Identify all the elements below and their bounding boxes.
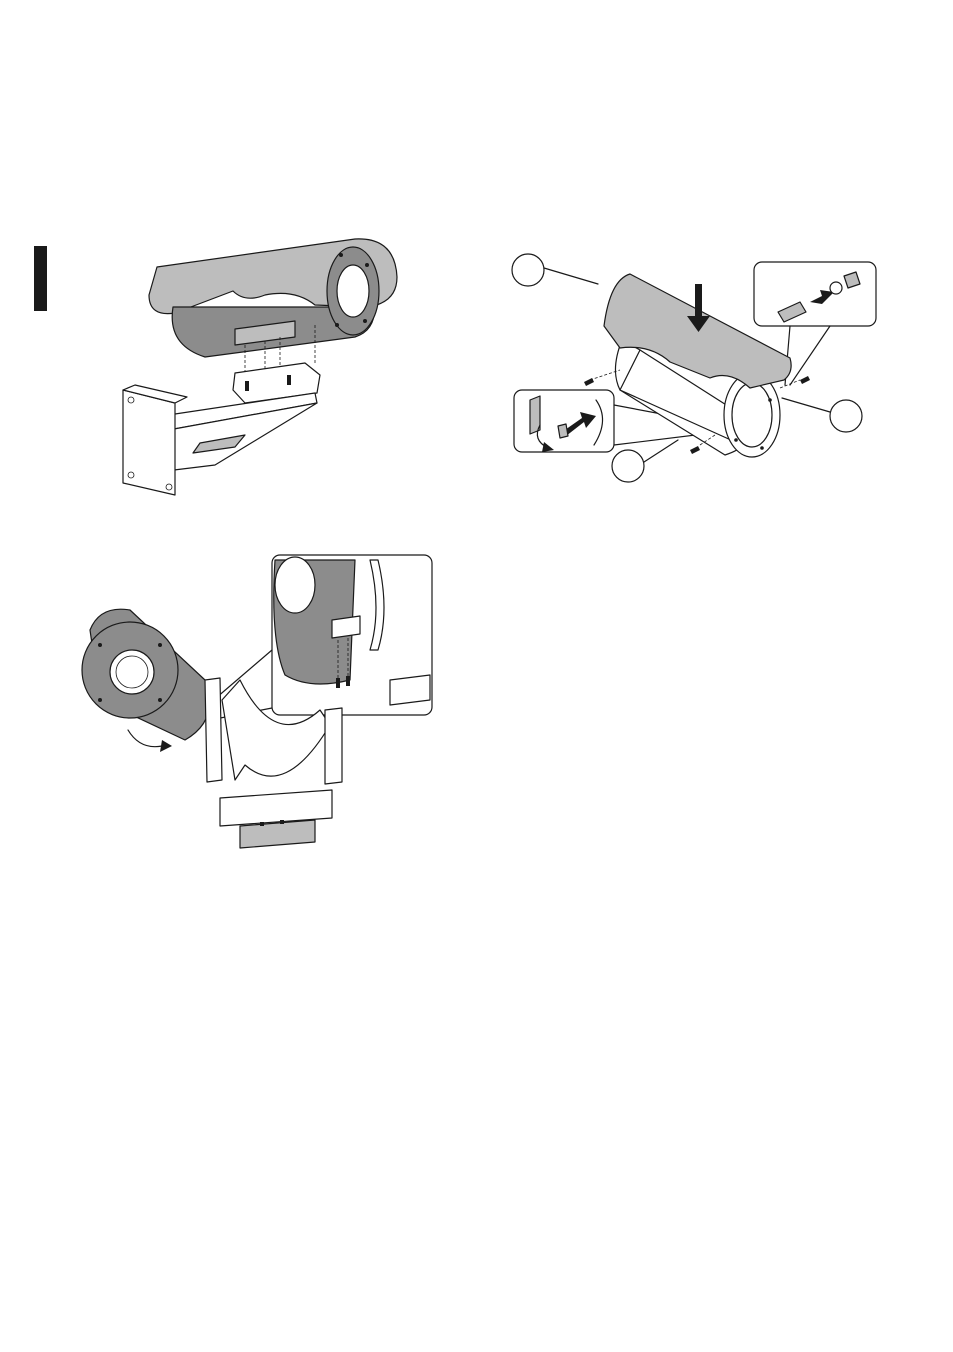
section-tab-marker [34, 246, 47, 311]
housing-bracket-illustration [105, 225, 405, 505]
figure-housing-wall-bracket [105, 225, 405, 505]
callout-sunshield-circle [512, 254, 544, 286]
sunshield-illustration [500, 240, 890, 490]
ptz-housing-illustration [70, 550, 440, 850]
figure-sunshield-installation [500, 240, 890, 490]
callout-screws-circle [612, 450, 644, 482]
callout-flange-circle [830, 400, 862, 432]
figure-housing-ptz-head [70, 550, 440, 850]
